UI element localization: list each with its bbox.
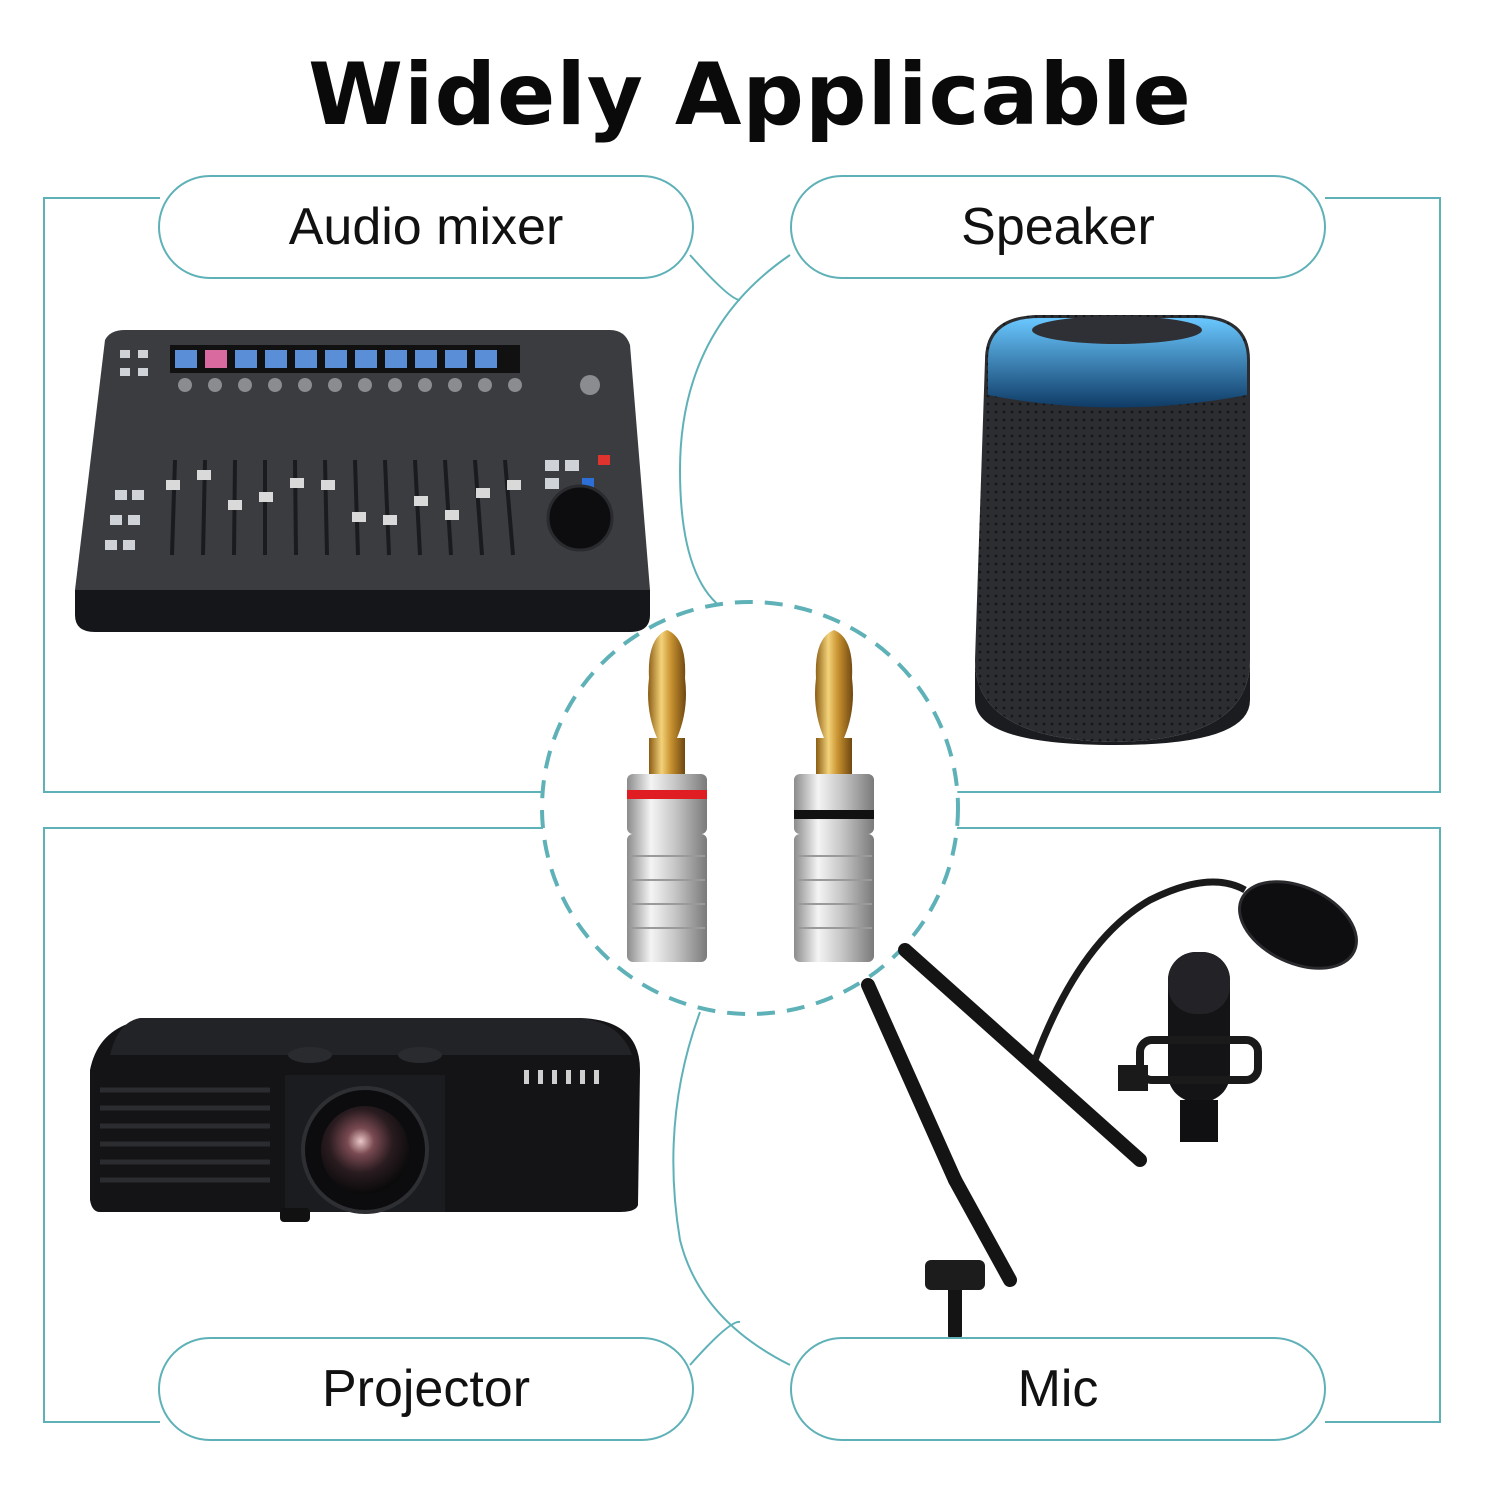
frame-top-left [43,197,545,793]
label-projector: Projector [158,1337,694,1441]
microphone-icon [861,878,1358,1342]
audio-mixer-icon [75,330,650,632]
center-dashed-circle [540,600,960,1016]
projector-icon [90,1018,640,1222]
label-mic: Mic [790,1337,1326,1441]
frame-bottom-left [43,827,545,1423]
banana-plug-icon [627,630,874,962]
smart-speaker-icon [975,315,1250,745]
divider-arc-top [678,254,791,611]
page-title: Widely Applicable [308,45,1192,145]
divider-arc-bottom [672,1011,791,1366]
frame-bottom-right [955,827,1441,1423]
label-speaker: Speaker [790,175,1326,279]
label-audio-mixer: Audio mixer [158,175,694,279]
frame-top-right [955,197,1441,793]
